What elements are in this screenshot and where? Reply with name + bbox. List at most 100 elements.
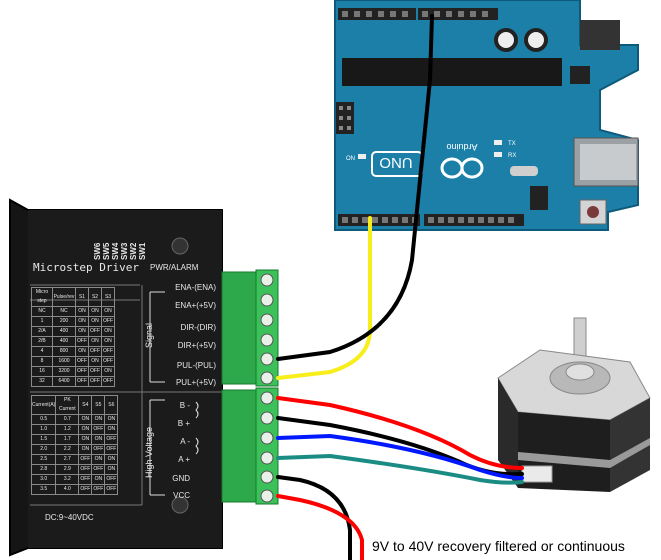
table-cell: ON [104, 464, 119, 475]
arduino-uno-board: UNO Arduino TX RX ON [334, 0, 639, 231]
table-cell: Current(A) [30, 395, 57, 415]
table-cell: OFF [88, 366, 102, 377]
table-cell: 0.5 [30, 414, 57, 425]
table-cell: 3.2 [55, 474, 80, 485]
dc-range-label: DC:9~40VDC [45, 513, 94, 522]
terminal-label: B + [178, 419, 191, 428]
power-alarm-label: PWR/ALARM [150, 263, 199, 272]
table-cell: 2.7 [55, 454, 80, 465]
table-cell: ON [78, 434, 93, 445]
terminal-label: ENA+(+5V) [175, 301, 216, 310]
table-cell: 0.7 [55, 414, 80, 425]
table-cell: Micro step [31, 287, 53, 307]
table-cell: 32 [31, 376, 53, 387]
wire-red-coil [276, 396, 524, 470]
table-cell: OFF [91, 484, 106, 495]
table-cell: OFF [88, 326, 102, 337]
rx-label: RX [508, 153, 516, 159]
wire-teal-coil [276, 453, 524, 485]
wires [276, 14, 524, 560]
table-cell: S6 [104, 395, 119, 415]
table-cell: ON [75, 346, 89, 357]
table-cell: OFF [75, 366, 89, 377]
table-cell: OFF [88, 376, 102, 387]
high-voltage-label: High Voltage [144, 427, 154, 478]
table-cell: ON [101, 306, 115, 317]
table-cell: 2.2 [55, 444, 80, 455]
table-cell: 2/A [31, 326, 53, 337]
driver-title: Microstep Driver [33, 261, 139, 274]
table-cell: 1.0 [30, 424, 57, 435]
table-cell: NC [31, 306, 53, 317]
switch-label: SW3 [120, 242, 129, 260]
table-cell: OFF [104, 474, 119, 485]
table-cell: ON [88, 356, 102, 367]
on-label: ON [346, 156, 355, 162]
terminal-label: PUL+(+5V) [176, 378, 216, 387]
terminal-label: ENA-(ENA) [175, 283, 216, 292]
terminal-label: DIR+(+5V) [178, 341, 217, 350]
table-cell: ON [88, 336, 102, 347]
table-cell: OFF [101, 356, 115, 367]
table-cell: 200 [52, 316, 76, 327]
table-cell: ON [78, 444, 93, 455]
table-cell: S1 [75, 287, 89, 307]
digital-header-low [338, 214, 420, 226]
table-cell: 1.7 [55, 434, 80, 445]
table-cell: OFF [101, 376, 115, 387]
table-cell: OFF [91, 444, 106, 455]
table-cell: OFF [78, 454, 93, 465]
switch-label: SW1 [138, 242, 147, 260]
table-cell: OFF [78, 474, 93, 485]
terminal-label: B - [180, 401, 191, 410]
table-cell: ON [75, 316, 89, 327]
table-cell: OFF [88, 346, 102, 357]
table-cell: 16 [31, 366, 53, 377]
table-cell: OFF [91, 424, 106, 435]
table-cell: 8 [31, 356, 53, 367]
table-cell: ON [91, 474, 106, 485]
table-cell: OFF [78, 484, 93, 495]
wire-red-supply [276, 494, 364, 560]
terminal-label: A - [180, 437, 190, 446]
table-cell: S5 [91, 395, 106, 415]
table-cell: OFF [78, 464, 93, 475]
table-cell: 400 [52, 336, 76, 347]
table-cell: S2 [88, 287, 102, 307]
table-cell: ON [91, 454, 106, 465]
table-cell: 2.0 [30, 444, 57, 455]
terminal-label: DIR-(DIR) [180, 323, 216, 332]
signal-group-label: Signal [144, 323, 154, 348]
table-cell: 2.8 [30, 464, 57, 475]
arduino-logo: UNO Arduino [371, 142, 484, 179]
table-cell: PK Current [55, 395, 80, 415]
tx-label: TX [508, 141, 516, 147]
table-cell: 3.0 [30, 474, 57, 485]
table-cell: ON [104, 414, 119, 425]
stepper-motor [497, 317, 651, 492]
table-cell: 800 [52, 346, 76, 357]
table-cell: 2.9 [55, 464, 80, 475]
terminal-label: GND [172, 474, 190, 483]
table-cell: 2/B [31, 336, 53, 347]
table-cell: OFF [104, 444, 119, 455]
table-cell: ON [75, 326, 89, 337]
table-cell: ON [104, 424, 119, 435]
table-cell: ON [91, 414, 106, 425]
table-cell: ON [104, 454, 119, 465]
table-cell: ON [101, 336, 115, 347]
table-cell: OFF [104, 434, 119, 445]
